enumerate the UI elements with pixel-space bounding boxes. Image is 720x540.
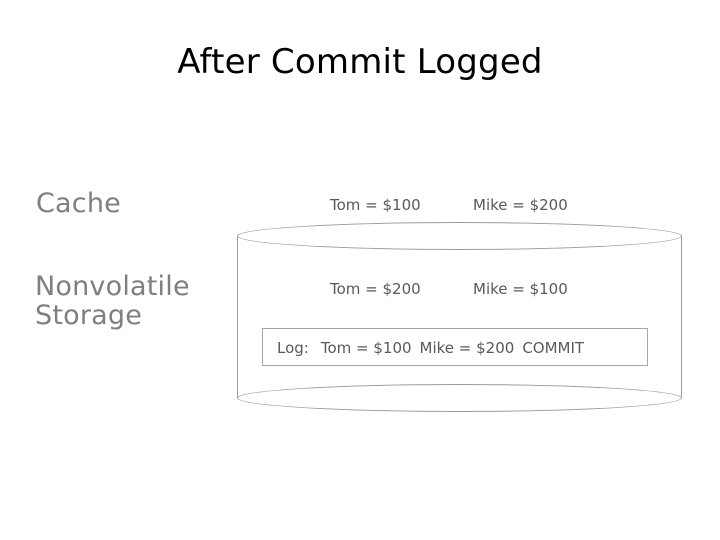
storage-value-tom: Tom = $200 bbox=[330, 280, 421, 298]
page-title: After Commit Logged bbox=[177, 42, 543, 82]
log-contents: Log: Tom = $100 Mike = $200 COMMIT bbox=[277, 339, 592, 357]
log-label: Log: bbox=[277, 339, 309, 357]
cache-label: Cache bbox=[36, 188, 121, 219]
cache-value-mike: Mike = $200 bbox=[473, 196, 568, 214]
log-commit-marker: COMMIT bbox=[522, 339, 585, 357]
nonvolatile-storage-cylinder bbox=[237, 222, 684, 412]
cylinder-bottom-ellipse bbox=[237, 384, 682, 412]
cache-value-tom: Tom = $100 bbox=[330, 196, 421, 214]
storage-value-mike: Mike = $100 bbox=[473, 280, 568, 298]
log-box: Log: Tom = $100 Mike = $200 COMMIT bbox=[262, 328, 648, 366]
cylinder-body bbox=[237, 236, 682, 398]
storage-values-row: Tom = $200 Mike = $100 bbox=[330, 280, 690, 300]
cache-values-row: Tom = $100 Mike = $200 bbox=[330, 196, 690, 216]
log-entry-tom: Tom = $100 bbox=[320, 339, 412, 357]
log-entry-mike: Mike = $200 bbox=[419, 339, 515, 357]
cylinder-top-ellipse bbox=[237, 222, 682, 250]
nonvolatile-storage-label: Nonvolatile Storage bbox=[35, 271, 190, 332]
